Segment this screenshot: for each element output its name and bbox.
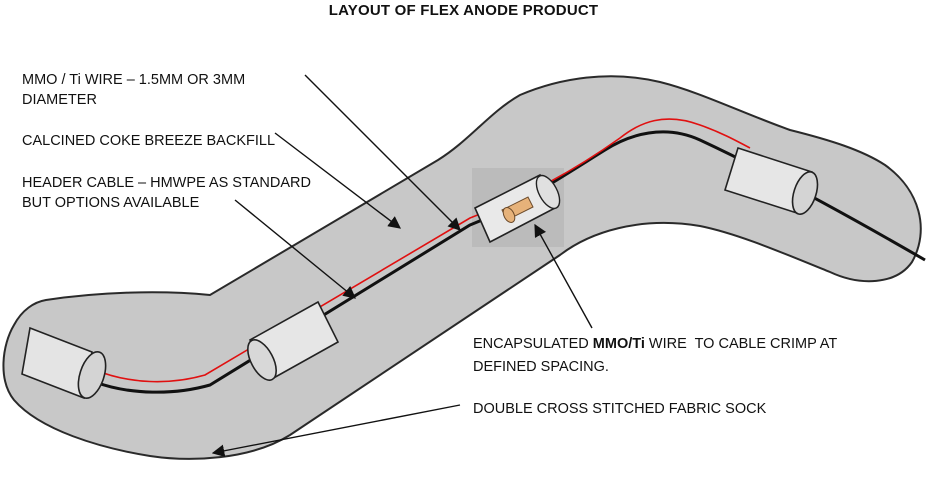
label-sock: DOUBLE CROSS STITCHED FABRIC SOCK — [473, 401, 767, 417]
sleeve-cylinder-upper — [724, 146, 819, 216]
mmo-wire — [94, 118, 751, 383]
label-mmo-wire-line1: MMO / Ti WIRE – 1.5MM OR 3MM — [22, 72, 246, 88]
label-encapsulated-prefix: ENCAPSULATED — [473, 336, 593, 352]
arrow-header-cable — [234, 199, 356, 299]
label-backfill: CALCINED COKE BREEZE BACKFILL — [22, 133, 276, 149]
label-encapsulated-bold: MMO/Ti — [592, 336, 645, 352]
arrow-encapsulated — [534, 223, 593, 329]
arrow-backfill — [274, 132, 402, 229]
label-header-cable: HEADER CABLE – HMWPE AS STANDARD BUT OPT… — [22, 173, 311, 213]
end-cylinder — [21, 326, 107, 400]
fabric-sock — [2, 75, 922, 460]
arrow-sock — [211, 404, 461, 458]
arrow-mmo-wire — [304, 74, 461, 231]
label-header-cable-line1: HEADER CABLE – HMWPE AS STANDARD — [22, 175, 311, 191]
label-mmo-wire-line2: DIAMETER — [22, 92, 97, 108]
label-encapsulated-line2: DEFINED SPACING. — [473, 359, 609, 375]
label-encapsulated: ENCAPSULATED MMO/Ti WIRE TO CABLE CRIMP … — [473, 334, 837, 377]
sleeve-cylinder-lower — [247, 300, 340, 382]
crimp-sleeve — [473, 173, 561, 244]
label-mmo-wire: MMO / Ti WIRE – 1.5MM OR 3MM DIAMETER — [22, 70, 245, 110]
label-encapsulated-suffix: WIRE TO CABLE CRIMP AT — [644, 336, 838, 352]
diagram-title: LAYOUT OF FLEX ANODE PRODUCT — [328, 2, 599, 19]
label-header-cable-line2: BUT OPTIONS AVAILABLE — [22, 195, 200, 211]
label-encapsulated-line1: ENCAPSULATED MMO/Ti WIRE TO CABLE CRIMP … — [473, 334, 837, 354]
